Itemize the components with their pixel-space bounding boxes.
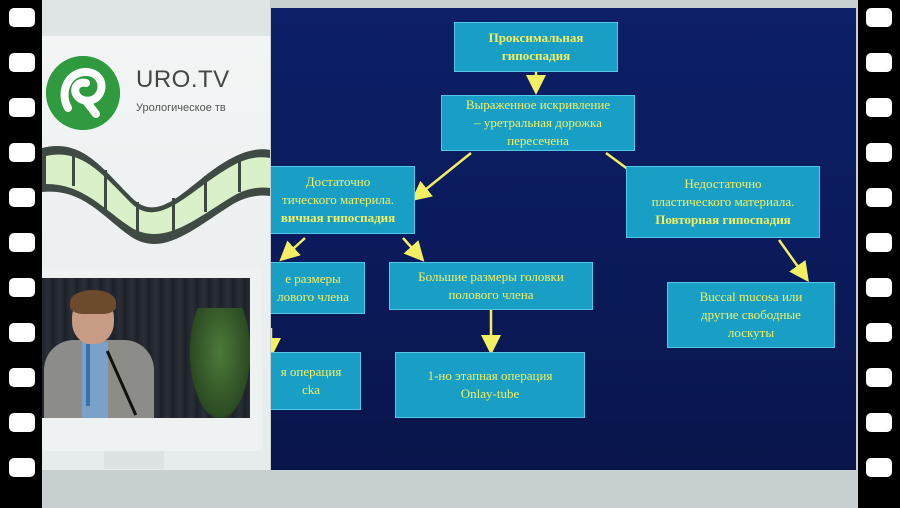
uro-tv-logo-icon — [46, 56, 120, 130]
film-hole-icon — [9, 233, 35, 252]
film-reel-decoration-icon — [42, 146, 270, 244]
top-bar — [42, 0, 270, 36]
plant-icon — [190, 308, 250, 418]
brand-panel: URO.TV Урологическое тв — [42, 0, 270, 470]
film-hole-icon — [866, 233, 892, 252]
film-hole-icon — [9, 368, 35, 387]
arrow-sufficient-to-large — [402, 237, 425, 262]
film-hole-icon — [9, 323, 35, 342]
film-hole-icon — [9, 98, 35, 117]
film-hole-icon — [9, 53, 35, 72]
film-hole-icon — [9, 143, 35, 162]
film-hole-icon — [9, 278, 35, 297]
bottom-bar — [42, 470, 858, 508]
film-strip-right — [858, 0, 900, 508]
box-severe-curvature: Выраженное искривление– уретральная доро… — [441, 95, 635, 151]
speaker-video-feed — [42, 278, 250, 418]
film-hole-icon — [9, 188, 35, 207]
film-strip-left — [0, 0, 42, 508]
film-hole-icon — [9, 413, 35, 432]
video-frame[interactable]: URO.TV Урологическое тв — [42, 0, 858, 508]
monitor-stand — [104, 451, 164, 469]
brand-name: URO.TV — [136, 66, 230, 93]
film-hole-icon — [866, 143, 892, 162]
film-hole-icon — [866, 188, 892, 207]
arrow-insufficient-to-buccal — [777, 239, 809, 283]
film-hole-icon — [9, 458, 35, 477]
film-hole-icon — [866, 368, 892, 387]
film-hole-icon — [866, 98, 892, 117]
brand-subtitle: Урологическое тв — [136, 102, 226, 114]
film-hole-icon — [866, 278, 892, 297]
arrow-curvature-to-sufficient — [411, 152, 472, 202]
film-hole-icon — [866, 53, 892, 72]
film-hole-icon — [9, 8, 35, 27]
arrow-sufficient-to-small — [279, 237, 306, 262]
film-hole-icon — [866, 8, 892, 27]
film-hole-icon — [866, 323, 892, 342]
film-hole-icon — [866, 458, 892, 477]
film-hole-icon — [866, 413, 892, 432]
